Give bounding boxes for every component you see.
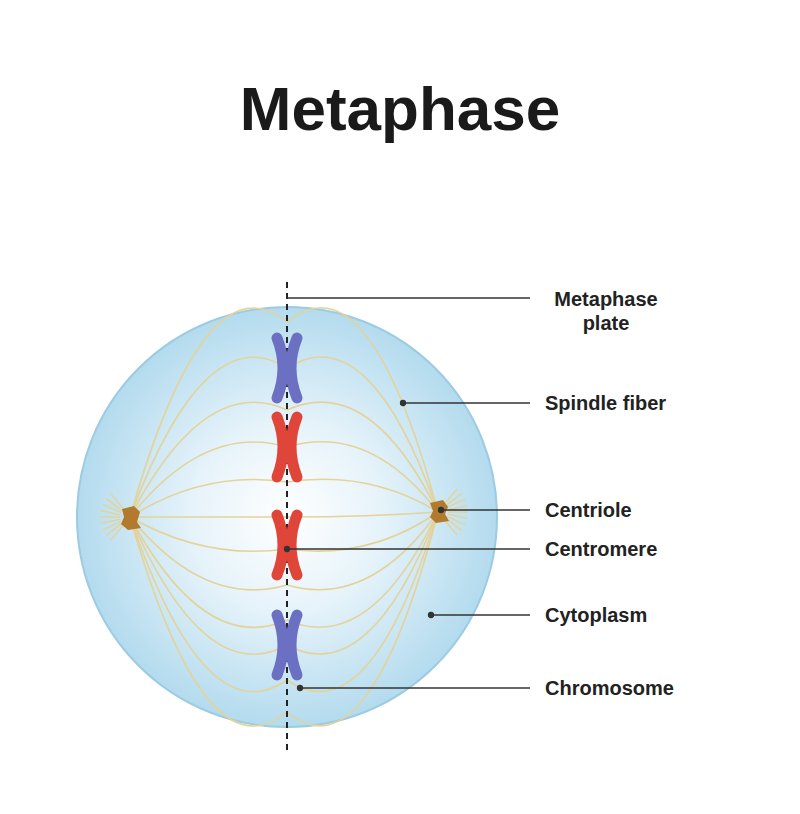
part-label: Centromere (545, 537, 785, 561)
leader-lines (285, 298, 531, 691)
part-label: Chromosome (545, 676, 785, 700)
part-label: Spindle fiber (545, 391, 785, 415)
spindle-fibers (130, 308, 438, 726)
diagram-title: Metaphase (0, 78, 800, 140)
centriole-left (121, 506, 141, 530)
part-label: Cytoplasm (545, 603, 785, 627)
chromosomes (277, 338, 297, 675)
part-label: Centriole (545, 498, 785, 522)
centriole-right (430, 500, 449, 523)
part-label: Metaphase plate (540, 287, 672, 335)
